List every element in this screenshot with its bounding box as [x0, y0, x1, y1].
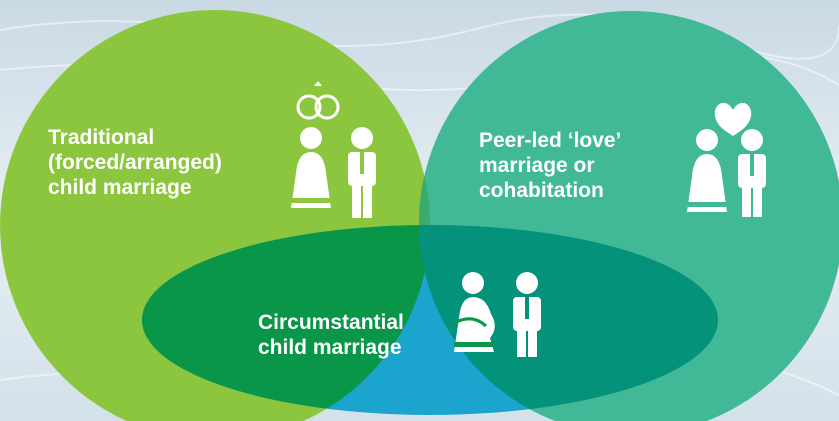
label-line: Circumstantial: [258, 311, 404, 334]
label-line: child marriage: [48, 176, 192, 199]
label-line: child marriage: [258, 336, 402, 359]
overlap-traditional-circumstantial: [142, 225, 430, 415]
label-peer-led-love-marriage: Peer-led ‘love’ marriage or cohabitation: [479, 128, 621, 203]
label-line: (forced/arranged): [48, 151, 222, 174]
label-circumstantial-child-marriage: Circumstantial child marriage: [258, 310, 404, 360]
label-line: Peer-led ‘love’: [479, 129, 622, 152]
label-line: cohabitation: [479, 179, 604, 202]
couple-with-heart-icon: [687, 102, 766, 217]
label-traditional-child-marriage: Traditional (forced/arranged) child marr…: [48, 125, 222, 200]
couple-pregnant-icon: [454, 272, 541, 357]
couple-with-rings-icon: [291, 81, 376, 218]
label-line: marriage or: [479, 154, 595, 177]
label-line: Traditional: [48, 126, 155, 149]
